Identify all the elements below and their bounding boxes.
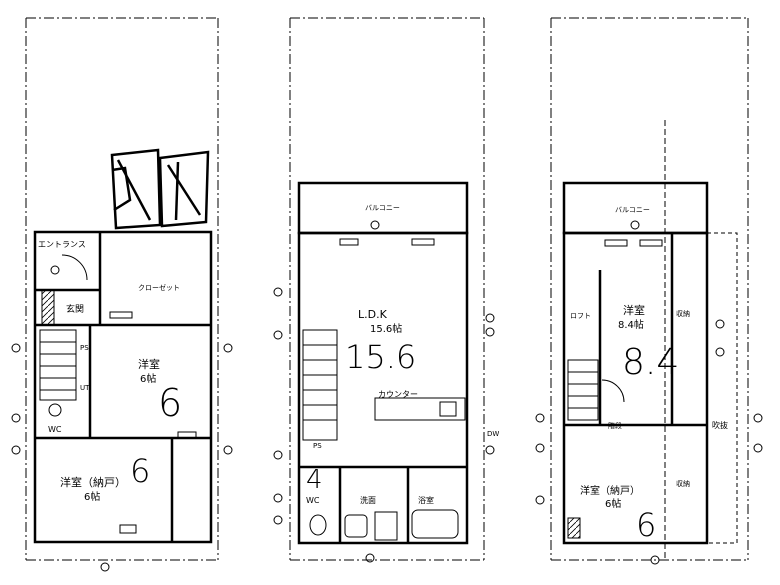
loft-label: ロフト: [570, 312, 591, 320]
storage-label: 収納: [676, 309, 690, 318]
toilet-symbol: [48, 403, 62, 417]
room-1-hand-number: 6: [158, 381, 182, 425]
floor-2-grid-markers: [273, 220, 495, 563]
bottom-room-3-label: 洋室（納戸）: [580, 484, 640, 497]
bottom-room-label: 洋室（納戸）: [60, 475, 126, 489]
window: [339, 238, 359, 246]
balcony-label: バルコニー: [365, 204, 400, 212]
floor-1-walls: [33, 230, 213, 544]
floor-2-walls: [297, 181, 469, 545]
floor-2-plan: バルコニー L.D.K 15.6帖 15.6 カウンター 洗面 浴室 WC 4 …: [273, 17, 499, 563]
window: [411, 238, 435, 246]
wc-2-label: WC: [306, 496, 320, 505]
bottom-room-size: 6帖: [84, 490, 100, 503]
ps-2-label: PS: [313, 442, 322, 450]
room-1-size: 6帖: [140, 372, 156, 385]
door-swing: [601, 379, 625, 403]
window: [109, 311, 133, 319]
washer: [374, 511, 398, 541]
floor-1-plan: エントランス 玄関 クローゼット 洋室 6帖 6 洋室（納戸） 6帖 6 WC …: [11, 17, 233, 572]
kitchen-counter: [374, 397, 466, 421]
ldk-hand-number: 15.6: [345, 338, 416, 376]
floor-3-plan: バルコニー 洋室 8.4帖 8.4 洋室（納戸） 6帖 6 収納 収納 吹抜 ロ…: [535, 17, 763, 565]
counter-label: カウンター: [378, 390, 418, 399]
bathtub: [411, 509, 459, 539]
hatched-wall: [41, 289, 55, 326]
door-swing: [61, 254, 88, 281]
room-3-size: 8.4帖: [618, 318, 644, 331]
open-label: 吹抜: [712, 420, 728, 430]
room-3-label: 洋室: [623, 303, 645, 317]
floor-1-boundary: [25, 17, 219, 561]
washbasin: [344, 514, 368, 538]
toilet-symbol: [309, 514, 327, 536]
floor-2-boundary: [289, 17, 485, 561]
window: [177, 431, 197, 439]
ps-label: PS: [80, 344, 89, 352]
stair-label: 階段: [608, 421, 622, 430]
bottom-room-3-size: 6帖: [605, 497, 621, 510]
window: [119, 524, 137, 534]
balcony-3-label: バルコニー: [615, 206, 650, 214]
closet-label: クローゼット: [138, 283, 180, 292]
room-1-label: 洋室: [138, 357, 160, 371]
parking-sketch: [110, 148, 210, 230]
floor-2-stairs: [302, 329, 338, 441]
ut-label: UT: [80, 384, 90, 392]
bottom-room-3-hand-number: 6: [636, 506, 656, 544]
bottom-room-hand-number: 6: [130, 452, 150, 490]
floor-3-stairs: [567, 359, 599, 421]
floor-3-grid-markers: [535, 220, 763, 565]
room-3-hand-number: 8.4: [622, 342, 679, 383]
fixture-symbol: [50, 265, 60, 275]
hatched-wall: [567, 517, 581, 539]
ldk-size: 15.6帖: [370, 322, 402, 335]
window: [639, 239, 663, 247]
window: [604, 239, 628, 247]
sink: [439, 401, 457, 417]
floor-1-grid-markers: [11, 343, 233, 572]
genkan-label: 玄関: [66, 303, 84, 315]
open-area: [706, 232, 738, 544]
entrance-label: エントランス: [38, 240, 86, 249]
ldk-label: L.D.K: [358, 308, 388, 321]
storage-2-label: 収納: [676, 479, 690, 488]
floor-1-stairs: [39, 329, 77, 401]
washroom-label: 洗面: [360, 495, 376, 505]
floor-2-hand-number: 4: [306, 465, 323, 495]
dw-label: DW: [487, 430, 499, 438]
floor-3-boundary: [550, 17, 749, 561]
wc-label: WC: [48, 425, 62, 434]
bath-label: 浴室: [418, 495, 434, 505]
